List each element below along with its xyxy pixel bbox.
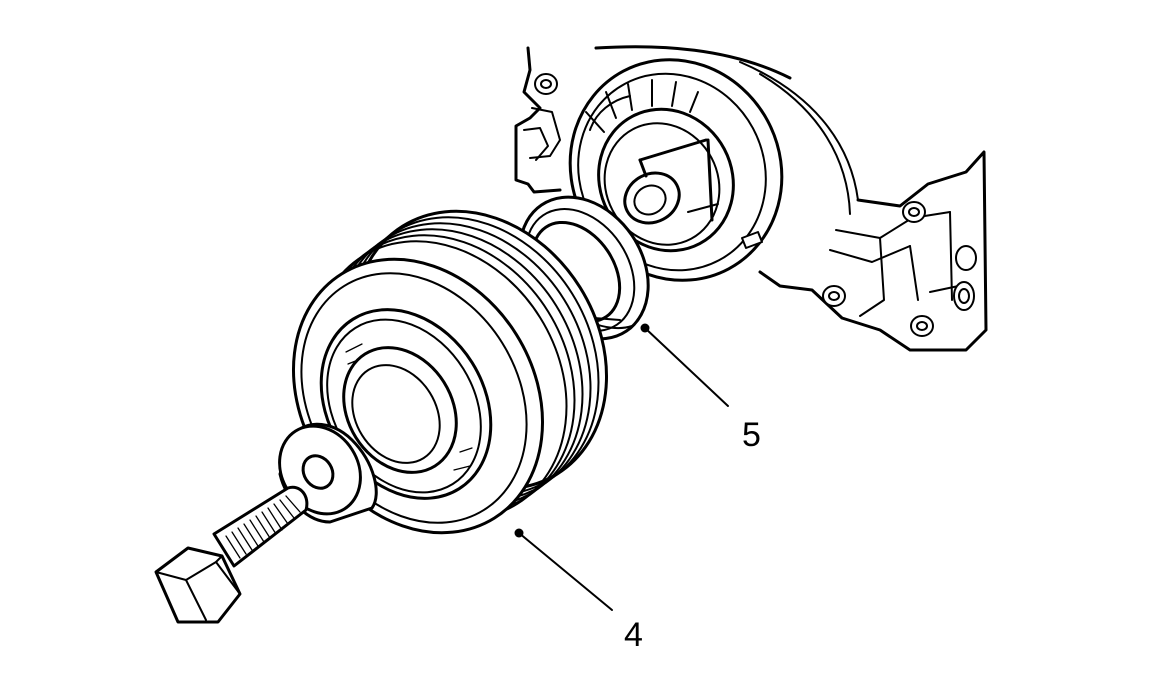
crankshaft-pulley [291, 209, 608, 535]
callout-leader-4 [514, 528, 613, 611]
callout-label-4: 4 [624, 616, 643, 654]
callout-label-5: 5 [742, 416, 761, 454]
bolt [154, 485, 309, 624]
callout-leader-5 [640, 323, 729, 407]
